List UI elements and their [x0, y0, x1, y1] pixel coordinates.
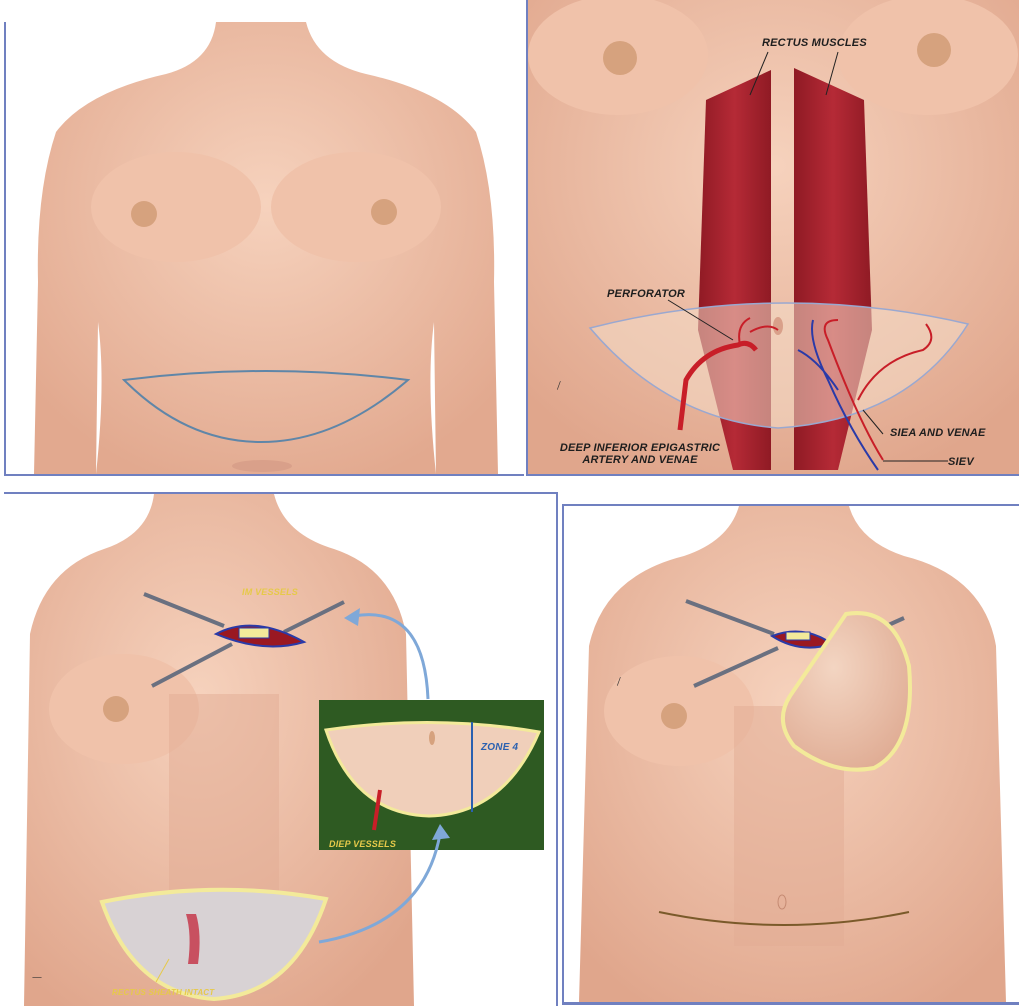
torso-illustration-1: [6, 22, 524, 474]
vessel-anastomosis-4: [786, 632, 810, 640]
panel-preop-incision-marking: [4, 22, 524, 476]
right-nipple-2: [917, 33, 951, 67]
panel-abdominal-vascular-anatomy: RECTUS MUSCLES PERFORATOR DEEP INFERIOR …: [526, 0, 1019, 476]
label-im-vessels: IM VESSELS: [242, 587, 298, 597]
label-diep-vessels: DIEP VESSELS: [329, 839, 396, 849]
label-siev: SIEV: [948, 456, 974, 468]
navel-shadow: [232, 460, 292, 472]
left-nipple-3: [103, 696, 129, 722]
right-nipple-areola: [371, 199, 397, 225]
left-nipple-areola: [131, 201, 157, 227]
result-illustration: [564, 506, 1019, 1002]
label-rectus-fascia: RECTUS SHEATH INTACT: [112, 988, 214, 997]
label-deep-inferior-line2: ARTERY AND VENAE: [550, 454, 730, 466]
artist-signature-3: —: [32, 972, 42, 983]
label-zone: ZONE 4: [481, 742, 518, 753]
navel: [773, 317, 783, 335]
inset-navel: [429, 731, 435, 745]
label-siea-and-venae: SIEA AND VENAE: [890, 427, 986, 439]
im-vessels-box: [239, 628, 269, 638]
label-rectus-muscles: RECTUS MUSCLES: [762, 37, 867, 49]
torso-skin: [34, 22, 498, 474]
anatomy-illustration: [528, 0, 1019, 474]
panel-reconstructed-breast: —: [562, 504, 1019, 1005]
harvest-illustration: [4, 494, 556, 1006]
label-perforator: PERFORATOR: [607, 288, 685, 300]
label-deep-inferior-epigastric: DEEP INFERIOR EPIGASTRIC ARTERY AND VENA…: [550, 442, 730, 466]
panel-flap-harvest-transfer: IM VESSELS ZONE 4 DIEP VESSELS RECTUS SH…: [4, 492, 558, 1006]
left-nipple-4: [661, 703, 687, 729]
left-nipple-2: [603, 41, 637, 75]
left-breast: [91, 152, 261, 262]
right-breast: [271, 152, 441, 262]
label-deep-inferior-line1: DEEP INFERIOR EPIGASTRIC: [550, 442, 730, 454]
